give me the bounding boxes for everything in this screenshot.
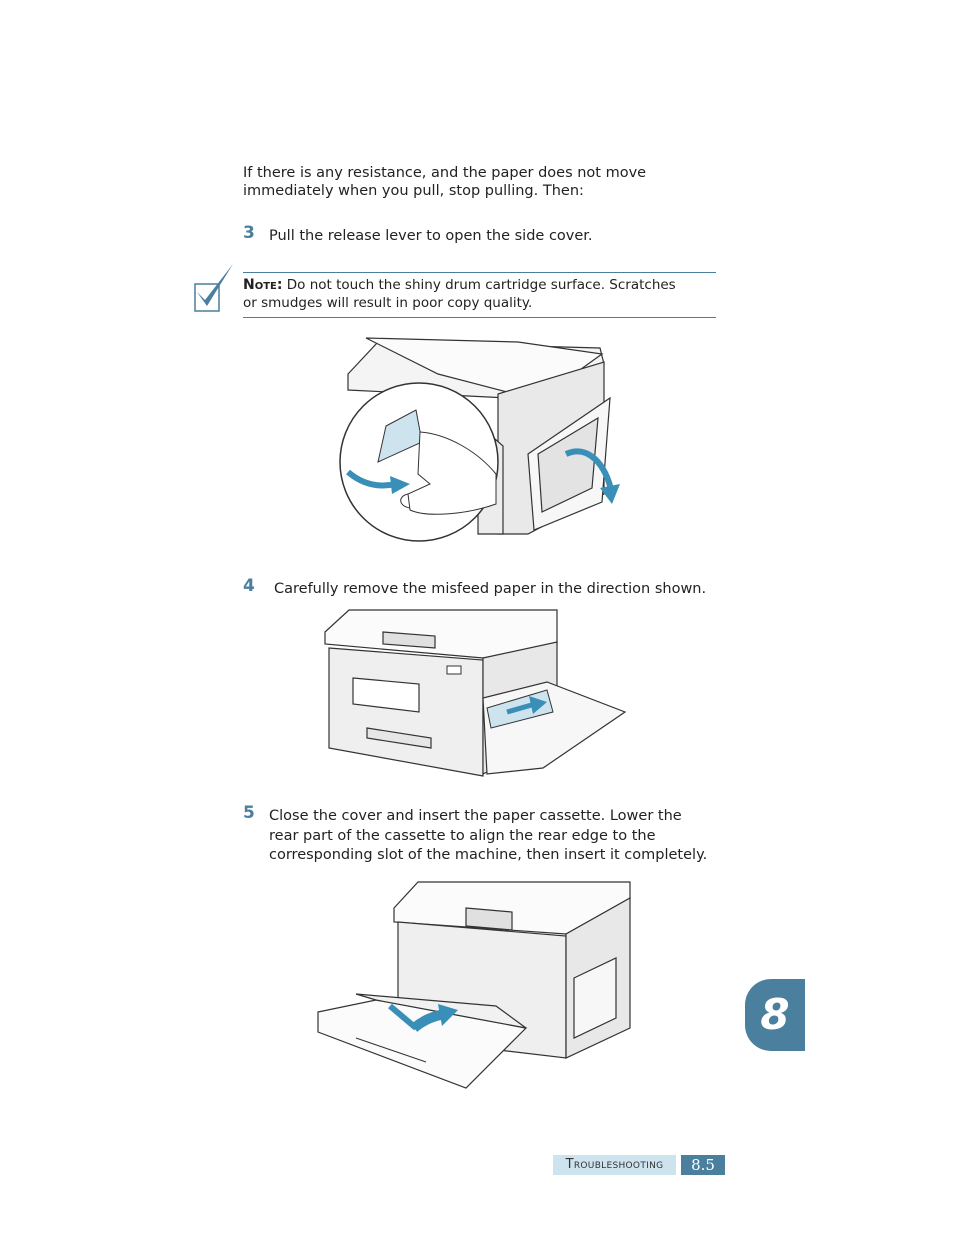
step-text: Close the cover and insert the paper cas… — [269, 807, 723, 866]
step-text: Pull the release lever to open the side … — [269, 228, 593, 244]
step-text-line-1: Close the cover and insert the paper cas… — [269, 808, 682, 824]
intro-paragraph: If there is any resistance, and the pape… — [243, 164, 683, 200]
footer-page-number: 8.5 — [681, 1155, 725, 1175]
checkmark-note-icon — [194, 264, 233, 312]
step-number: 3 — [243, 223, 255, 243]
intro-line-1: If there is any resistance, and the pape… — [243, 165, 647, 181]
footer-section-title: Troubleshooting — [553, 1155, 676, 1175]
note-line-2: or smudges will result in poor copy qual… — [243, 294, 533, 311]
chapter-tab: 8 — [745, 979, 805, 1051]
step-number: 4 — [243, 576, 255, 596]
paper-cassette-illustration — [317, 881, 631, 1089]
step-number: 5 — [243, 803, 255, 823]
note-label: Note: — [243, 277, 283, 293]
note-box: Note: Do not touch the shiny drum cartri… — [243, 272, 716, 318]
intro-line-2: immediately when you pull, stop pulling.… — [243, 183, 584, 199]
step-text-line-2: rear part of the cassette to align the r… — [269, 827, 656, 844]
step-5: 5 Close the cover and insert the paper c… — [243, 803, 723, 866]
note-line-1: Do not touch the shiny drum cartridge su… — [286, 277, 676, 293]
misfeed-paper-illustration — [324, 609, 627, 777]
step-text-line-3: corresponding slot of the machine, then … — [269, 847, 708, 863]
release-lever-illustration — [339, 337, 620, 542]
step-text: Carefully remove the misfeed paper in th… — [274, 581, 707, 597]
step-4: 4 Carefully remove the misfeed paper in … — [243, 576, 723, 600]
step-3: 3 Pull the release lever to open the sid… — [243, 223, 713, 247]
